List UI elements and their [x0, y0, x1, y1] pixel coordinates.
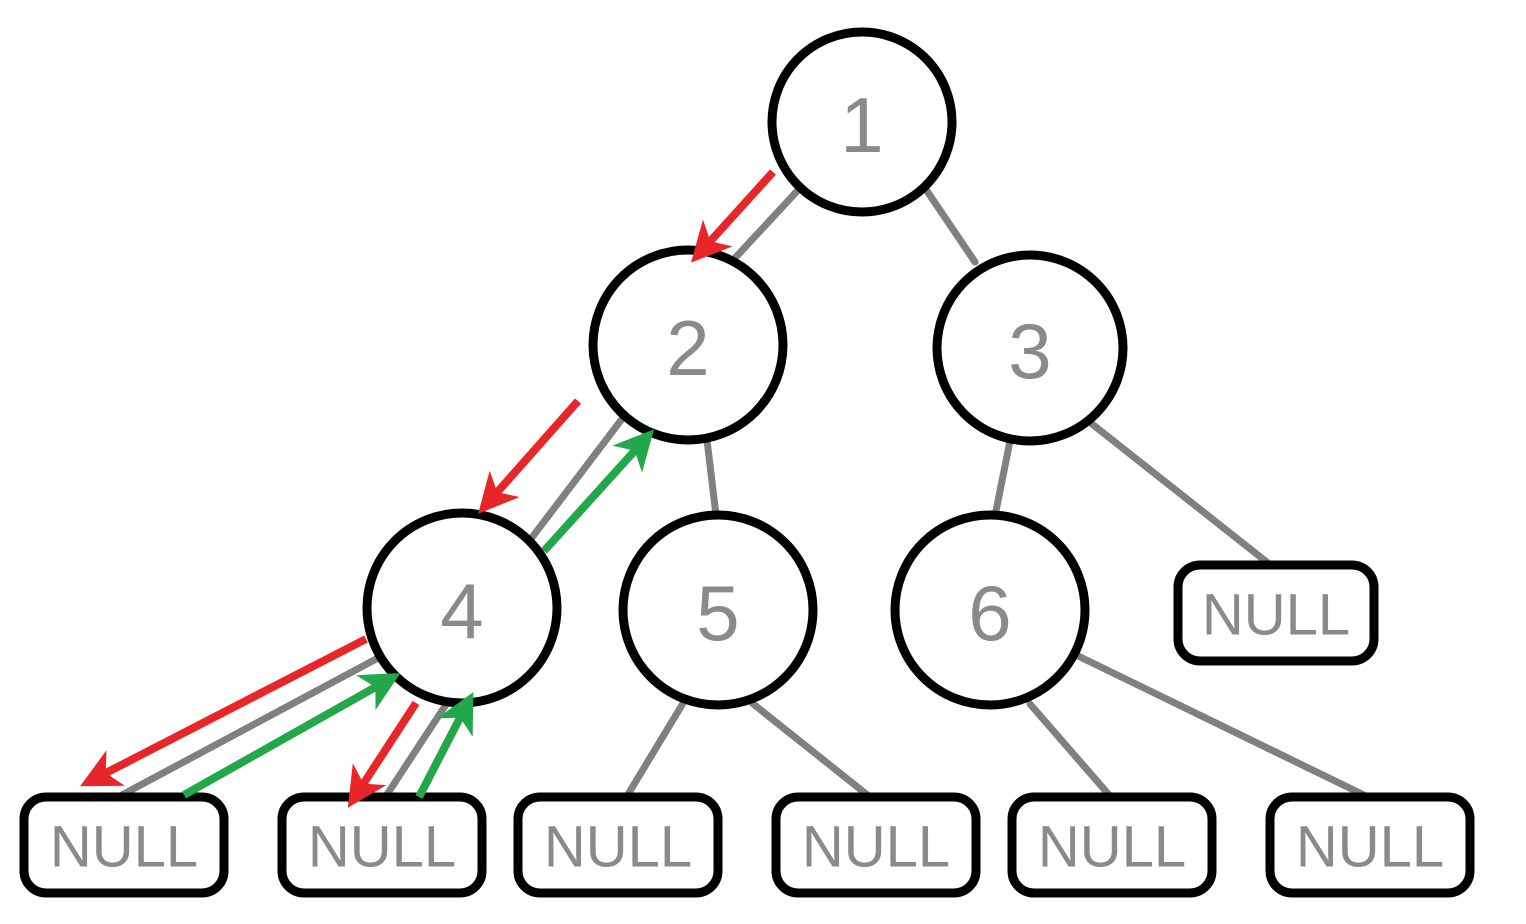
- tree-edge-e-2-5: [703, 436, 720, 519]
- node-circle-shape: [618, 510, 818, 710]
- tree-node-5[interactable]: 5: [618, 510, 818, 710]
- tree-node-3[interactable]: 3: [932, 250, 1128, 446]
- descend-arrow-a-2-to-4: [478, 398, 581, 514]
- descend-arrow-a-4-to-nullR: [347, 700, 420, 808]
- null-label: NULL: [1038, 815, 1186, 880]
- tree-edge-e-3-6: [991, 437, 1014, 520]
- tree-node-6[interactable]: 6: [890, 510, 1090, 710]
- node-label: 6: [968, 569, 1011, 657]
- tree-edge-e-6-nullR: [1068, 649, 1372, 801]
- null-node-null-4-left[interactable]: NULL: [19, 792, 229, 898]
- null-label: NULL: [1296, 815, 1444, 880]
- node-circle-shape: [932, 250, 1128, 446]
- null-box-shape: [513, 792, 723, 898]
- null-node-null-6-left[interactable]: NULL: [1007, 792, 1217, 898]
- node-label: 4: [440, 567, 483, 655]
- node-label: 3: [1008, 307, 1051, 395]
- null-label: NULL: [802, 815, 950, 880]
- node-label: 5: [696, 569, 739, 657]
- tree-edge-e-3-null: [1083, 416, 1272, 567]
- null-label: NULL: [308, 815, 456, 880]
- descend-arrow-a-4-to-nullL: [80, 635, 368, 787]
- null-box-shape: [771, 792, 981, 898]
- tree-edge-e-4-nullR: [382, 699, 451, 800]
- descend-arrows-group: [80, 169, 776, 808]
- ascend-arrow-a-nullL-to-4: [182, 673, 401, 799]
- tree-edge-e-4-nullL: [116, 654, 382, 800]
- null-node-null-5-right[interactable]: NULL: [771, 792, 981, 898]
- tree-node-2[interactable]: 2: [588, 245, 788, 445]
- null-node-null-4-right[interactable]: NULL: [277, 792, 487, 898]
- null-box-shape: [19, 792, 229, 898]
- null-node-null-6-right[interactable]: NULL: [1265, 792, 1475, 898]
- null-node-null-3-right[interactable]: NULL: [1173, 560, 1379, 666]
- tree-edge-e-1-3: [921, 184, 979, 266]
- null-box-shape: [1173, 560, 1379, 666]
- tree-node-4[interactable]: 4: [362, 508, 562, 708]
- null-label: NULL: [544, 815, 692, 880]
- node-circle-shape: [588, 245, 788, 445]
- null-box-shape: [1265, 792, 1475, 898]
- tree-edge-e-5-nullR: [748, 699, 884, 809]
- tree-nodes-group: 1 2 3 4 5 6: [362, 27, 1128, 710]
- node-circle-shape: [890, 510, 1090, 710]
- tree-edges-group: [116, 184, 1372, 809]
- tree-edge-e-2-4: [523, 411, 629, 548]
- tree-edge-e-6-nullL: [1026, 700, 1114, 800]
- node-label: 2: [666, 304, 709, 392]
- null-label: NULL: [50, 815, 198, 880]
- tree-edge-e-5-nullL: [623, 696, 689, 800]
- null-node-null-5-left[interactable]: NULL: [513, 792, 723, 898]
- null-box-shape: [1007, 792, 1217, 898]
- ascend-arrow-a-4-to-2: [541, 429, 655, 554]
- descend-arrow-a-1-to-2: [690, 169, 776, 263]
- null-nodes-group: NULL NULL NULL NULL NULL NULL NULL: [19, 560, 1475, 898]
- tree-node-1[interactable]: 1: [767, 27, 957, 217]
- node-circle-shape: [767, 27, 957, 217]
- ascend-arrows-group: [182, 429, 655, 799]
- tree-edge-e-1-2: [731, 184, 804, 262]
- ascend-arrow-a-nullR-to-4: [415, 692, 474, 799]
- node-label: 1: [840, 81, 883, 169]
- null-label: NULL: [1202, 583, 1350, 648]
